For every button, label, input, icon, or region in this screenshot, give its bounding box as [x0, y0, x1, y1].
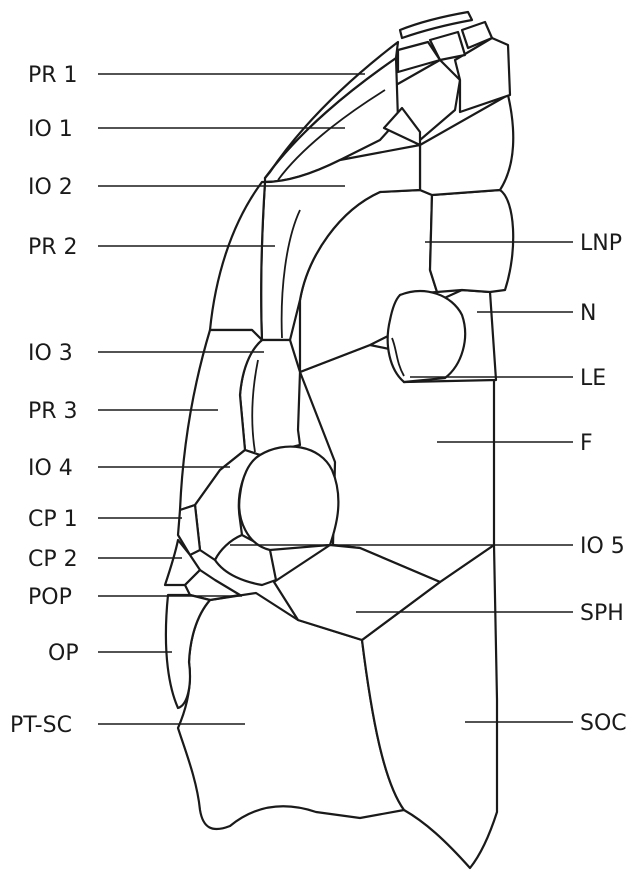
label-lnp: LNP	[580, 231, 622, 256]
snout-top-bone	[400, 12, 472, 38]
label-pr2: PR 2	[28, 235, 78, 260]
label-op: OP	[48, 641, 79, 666]
label-io3: IO 3	[28, 341, 73, 366]
label-sph: SPH	[580, 601, 624, 626]
pr2-bone	[210, 182, 265, 340]
label-io5: IO 5	[580, 534, 625, 559]
label-io4: IO 4	[28, 456, 73, 481]
label-cp1: CP 1	[28, 507, 78, 532]
labels-right: LNP N LE F IO 5 SPH SOC	[580, 231, 627, 736]
label-cp2: CP 2	[28, 547, 78, 572]
orbit-opening	[239, 447, 338, 550]
label-pr3: PR 3	[28, 399, 78, 424]
label-f: F	[580, 431, 593, 456]
label-io1: IO 1	[28, 117, 73, 142]
label-le: LE	[580, 366, 606, 391]
labels-left: PR 1 IO 1 IO 2 PR 2 IO 3 PR 3 IO 4 CP 1 …	[10, 63, 79, 738]
skull-outline	[165, 12, 513, 868]
label-pr1: PR 1	[28, 63, 78, 88]
label-soc: SOC	[580, 711, 627, 736]
le-opening	[388, 291, 465, 382]
label-io2: IO 2	[28, 175, 73, 200]
label-n: N	[580, 301, 596, 326]
label-ptsc: PT-SC	[10, 713, 72, 738]
anterior-bone	[430, 190, 513, 292]
label-pop: POP	[28, 585, 72, 610]
